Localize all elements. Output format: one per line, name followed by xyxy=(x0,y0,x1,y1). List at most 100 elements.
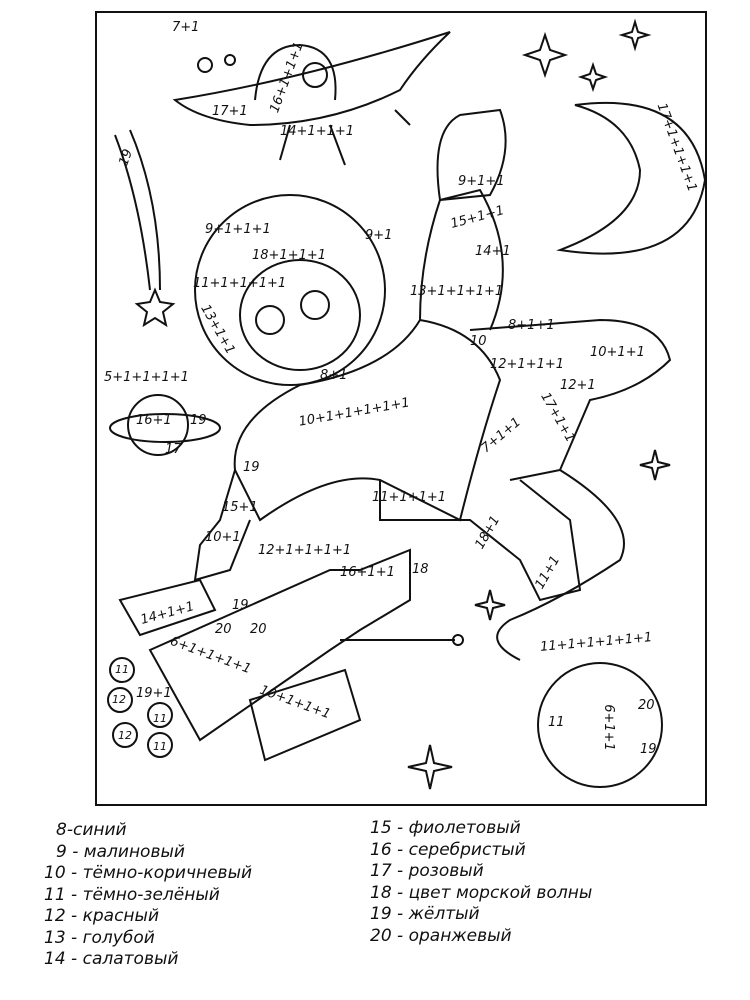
math-label: 11 xyxy=(153,740,167,753)
glove-right xyxy=(436,108,507,202)
legend-number: 18 xyxy=(370,882,392,903)
asteroid xyxy=(224,54,236,66)
math-label: 14+1 xyxy=(475,244,511,259)
legend-color: красный xyxy=(82,906,160,926)
helmet xyxy=(194,194,386,386)
legend-color: розовый xyxy=(408,861,484,881)
math-label: 12+1+1+1 xyxy=(490,357,565,372)
comet-star xyxy=(134,287,176,328)
math-label: 20 xyxy=(215,622,232,637)
legend-number: 16 xyxy=(370,839,392,860)
arm-left xyxy=(193,469,251,582)
math-label: 18 xyxy=(412,562,429,577)
legend-item: 18 - цвет морской волны xyxy=(370,882,593,903)
legend-item: 14 - салатовый xyxy=(44,949,179,969)
legend-number: 15 xyxy=(370,818,392,838)
legend-color: малиновый xyxy=(83,841,185,862)
moon xyxy=(556,101,707,255)
legend-number: 10 xyxy=(44,863,66,883)
earth xyxy=(537,662,663,788)
face xyxy=(239,259,361,371)
legend-item: 15 - фиолетовый xyxy=(370,818,521,838)
color-legend-left: 8-синий 9 - малиновый 10 - тёмно-коричне… xyxy=(28,820,252,971)
math-label: 17 xyxy=(165,442,182,457)
math-label: 12 xyxy=(112,693,126,706)
legend-color: цвет морской волны xyxy=(408,882,593,903)
math-label: 5+1+1+1+1 xyxy=(104,370,189,385)
legend-number: 12 xyxy=(44,906,66,926)
legend-item: 11 - тёмно-зелёный xyxy=(44,884,220,905)
ufo xyxy=(172,31,451,166)
comet xyxy=(114,129,161,291)
astronaut xyxy=(193,108,672,602)
math-label: 7+1 xyxy=(172,20,200,35)
math-label: 11 xyxy=(115,663,129,676)
math-label: 9+1 xyxy=(365,228,393,243)
legend-color: синий xyxy=(72,820,127,840)
legend-color: жёлтый xyxy=(408,904,480,924)
math-label: 12 xyxy=(118,729,132,742)
legend-number: 8 xyxy=(56,820,67,840)
legend-number: 14 xyxy=(44,949,66,969)
math-label: 6+1+1 xyxy=(600,704,616,751)
math-label: 10 xyxy=(470,334,487,349)
legend-item: 20 - оранжевый xyxy=(370,925,512,946)
legend-number: 19 xyxy=(370,904,392,924)
legend-item: 9 - малиновый xyxy=(56,841,185,862)
leg-upper xyxy=(469,318,672,481)
space-station xyxy=(107,548,464,762)
math-label: 9+1+1+1 xyxy=(205,222,271,237)
legend-item: 8-синий xyxy=(56,820,127,840)
math-label: 16+1 xyxy=(136,413,172,428)
frame xyxy=(95,11,707,806)
tether xyxy=(496,469,625,661)
legend-color: салатовый xyxy=(82,949,179,969)
math-label: 11 xyxy=(548,715,565,730)
math-label: 11 xyxy=(153,712,167,725)
math-label: 19 xyxy=(190,413,207,428)
math-label: 16+1+1 xyxy=(340,565,395,580)
math-label: 9+1+1 xyxy=(458,174,505,189)
legend-color: оранжевый xyxy=(408,925,512,946)
math-label: 8+1 xyxy=(320,368,348,383)
math-label: 17+1 xyxy=(212,104,248,119)
leg-lower xyxy=(379,479,582,602)
math-label: 19 xyxy=(232,598,249,613)
legend-color: серебристый xyxy=(408,839,526,860)
legend-number: 13 xyxy=(44,927,66,948)
math-label: 19 xyxy=(640,742,657,757)
color-legend-right: 15 - фиолетовый 16 - серебристый 17 - ро… xyxy=(370,818,592,947)
math-label: 10+1+1 xyxy=(590,345,645,360)
legend-item: 19 - жёлтый xyxy=(370,904,480,924)
math-label: 19 xyxy=(243,460,260,475)
math-label: 19+1 xyxy=(136,686,172,701)
math-label: 10+1 xyxy=(205,530,241,545)
asteroid xyxy=(197,57,213,73)
math-label: 20 xyxy=(638,698,655,713)
math-label: 8+1+1 xyxy=(508,318,555,333)
legend-number: 9 xyxy=(56,841,67,862)
legend-number: 17 xyxy=(370,861,392,881)
math-label: 18+1+1+1 xyxy=(252,248,327,263)
ringed-planet xyxy=(109,394,221,456)
legend-color: голубой xyxy=(82,927,155,948)
legend-item: 10 - тёмно-коричневый xyxy=(44,863,253,883)
legend-number: 20 xyxy=(370,925,392,946)
math-label: 20 xyxy=(250,622,267,637)
legend-color: тёмно-зелёный xyxy=(82,884,220,905)
suit-body xyxy=(233,318,502,522)
math-label: 12+1+1+1+1 xyxy=(258,543,352,558)
math-label: 13+1+1+1+1 xyxy=(410,284,504,299)
legend-item: 16 - серебристый xyxy=(370,839,526,860)
arm-right xyxy=(419,188,504,331)
math-label: 12+1 xyxy=(560,378,596,393)
math-label: 14+1+1+1 xyxy=(280,124,355,139)
legend-item: 13 - голубой xyxy=(44,927,155,948)
legend-item: 12 - красный xyxy=(44,906,160,926)
math-label: 11+1+1+1+1 xyxy=(193,276,287,291)
legend-item: 17 - розовый xyxy=(370,861,484,881)
legend-color: фиолетовый xyxy=(408,818,521,838)
legend-number: 11 xyxy=(44,884,66,905)
